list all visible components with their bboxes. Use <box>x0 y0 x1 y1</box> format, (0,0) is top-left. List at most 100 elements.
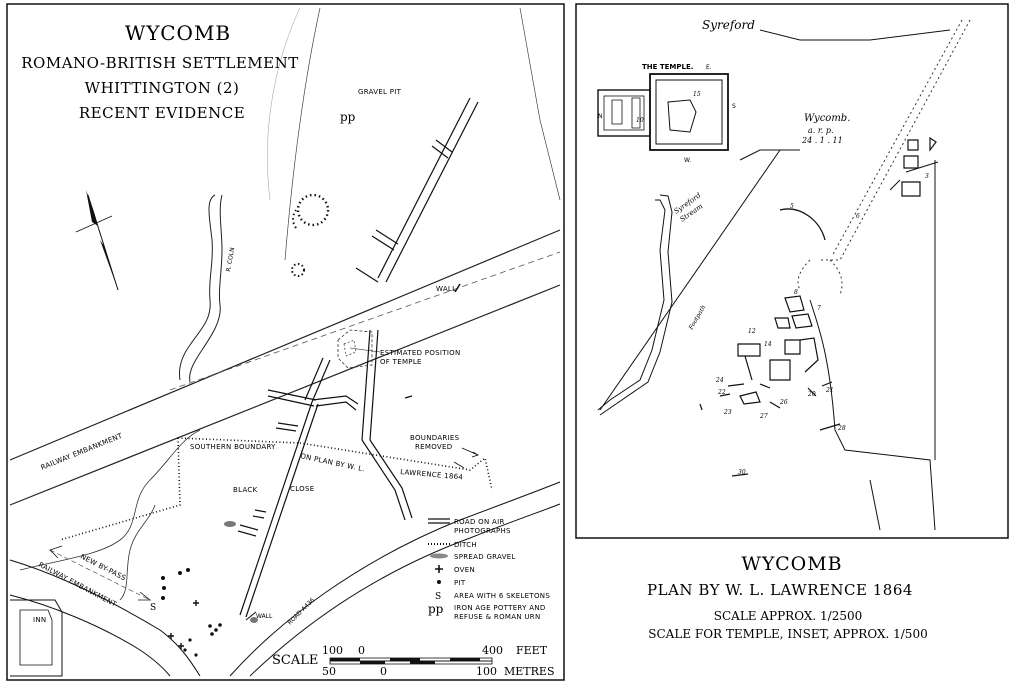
bypass-edge <box>9 594 171 677</box>
right-map-content <box>597 19 971 531</box>
curved-ditch <box>779 208 826 241</box>
label-arp: a. r. p. <box>808 126 834 135</box>
left-title: WYCOMB <box>125 21 231 45</box>
legend-pottery-label-2: REFUSE & ROMAN URN <box>454 613 541 621</box>
leader-line <box>349 347 381 353</box>
legend-s-symbol: S <box>435 592 441 602</box>
marker-3 <box>889 179 901 191</box>
legend-ditch-label: DITCH <box>454 541 477 549</box>
left-map-content <box>9 7 561 677</box>
dashed-lane <box>831 19 963 257</box>
boundary-dotted-west <box>59 437 181 541</box>
scale-feet-segment <box>390 658 420 661</box>
bypass-arrow <box>49 545 63 559</box>
label-inn: INN <box>33 616 46 624</box>
scale-label: SCALE <box>272 653 318 668</box>
legend-oven-icon <box>435 565 443 573</box>
label-s-marker: S <box>150 603 156 613</box>
arrow-head <box>471 451 479 458</box>
left-subtitle-2: WHITTINGTON (2) <box>85 79 240 97</box>
label-num-14: 14 <box>764 341 772 348</box>
label-num-5: 5 <box>790 203 794 210</box>
dashed-curve <box>797 259 811 291</box>
road-a436-edge <box>249 503 561 677</box>
legend-road-label-2: PHOTOGRAPHS <box>454 527 511 535</box>
wall-mark <box>245 611 257 621</box>
southern-boundary-line <box>177 437 301 444</box>
wall-marker <box>454 283 461 293</box>
legend-road-symbol <box>428 518 450 524</box>
right-caption-subtitle: PLAN BY W. L. LAWRENCE 1864 <box>647 581 913 599</box>
legend: ROAD ON AIR PHOTOGRAPHS DITCH SPREAD GRA… <box>428 518 550 621</box>
ring-ditch <box>296 193 330 227</box>
label-removed: REMOVED <box>415 443 452 451</box>
north-arrow-cross-icon <box>75 215 113 233</box>
label-temple-w: W. <box>684 157 691 164</box>
legend-pp-symbol: pp <box>428 602 444 616</box>
railway-embankment-lower-edge <box>9 284 561 506</box>
label-num-7: 7 <box>817 305 821 312</box>
river-coln-bank <box>189 194 223 383</box>
label-wycomb: Wycomb. <box>804 113 850 124</box>
legend-gravel-symbol <box>430 553 448 559</box>
label-arp-values: 24 . 1 . 11 <box>801 136 843 145</box>
label-num-30: 30 <box>738 469 746 476</box>
label-num-20: 20 <box>807 391 816 398</box>
north-arrow-tail-icon <box>100 240 118 290</box>
spread-gravel <box>224 521 258 623</box>
dashed-lane <box>820 19 971 261</box>
label-num-3: 3 <box>925 173 929 180</box>
stream <box>119 504 156 601</box>
label-boundaries: BOUNDARIES <box>410 434 460 442</box>
scale-metre-tick-0: 0 <box>380 665 387 678</box>
label-southern-boundary: SOUTHERN BOUNDARY <box>190 443 276 451</box>
label-on-plan: ON PLAN BY W. L. <box>300 452 366 474</box>
label-num-28: 28 <box>837 425 846 432</box>
river-coln-bank <box>179 194 216 381</box>
scale-feet-segment <box>450 658 480 661</box>
legend-pit-label: PIT <box>454 579 466 587</box>
inn-building <box>10 599 63 677</box>
right-caption-scale-1: SCALE APPROX. 1/2500 <box>714 609 862 623</box>
left-subtitle-3: RECENT EVIDENCE <box>79 104 245 122</box>
air-photo-roads <box>237 97 479 618</box>
field-boundary <box>267 7 301 201</box>
label-footpath: Footpath <box>687 304 707 332</box>
temple-inset <box>597 73 729 151</box>
right-map-frame <box>575 3 1009 539</box>
label-wall-top: WALL <box>436 285 456 293</box>
scale-feet-segment <box>330 658 360 661</box>
scale-metre-unit: METRES <box>504 665 554 678</box>
label-num-26: 26 <box>779 399 788 406</box>
label-estimated-position-2: OF TEMPLE <box>380 358 422 366</box>
scale-bar: SCALE 100 0 400 FEET 50 0 100 METRES <box>272 644 554 678</box>
scale-metre-segment <box>410 661 435 664</box>
label-num-12: 12 <box>748 328 756 335</box>
left-subtitle-1: ROMANO-BRITISH SETTLEMENT <box>21 54 298 72</box>
label-wall-bottom: WALL <box>256 613 273 620</box>
bypass-edge <box>9 559 201 677</box>
label-estimated-position-1: ESTIMATED POSITION <box>380 349 461 357</box>
scale-metre-tick-50: 50 <box>322 665 336 678</box>
label-num-23: 23 <box>723 409 732 416</box>
estimated-temple-outline <box>337 329 373 369</box>
label-num-21: 21 <box>825 387 834 394</box>
ovens <box>168 600 199 649</box>
temple-inner-outline <box>343 339 357 357</box>
ditch-arc <box>292 209 297 229</box>
bypass-dashed-line <box>49 549 151 601</box>
label-room-10: 10 <box>636 117 644 124</box>
label-syreford: Syreford <box>702 18 755 32</box>
label-num-22: 22 <box>717 389 726 396</box>
southern-boundary-line <box>299 442 493 491</box>
scale-feet-tick-0: 0 <box>358 644 365 657</box>
field-boundary <box>519 7 561 201</box>
scale-feet-tick-400: 400 <box>482 644 503 657</box>
legend-pit-icon <box>437 580 441 584</box>
scale-feet-unit: FEET <box>516 644 548 657</box>
label-lawrence-1864: LAWRENCE 1864 <box>400 468 464 481</box>
legend-gravel-label: SPREAD GRAVEL <box>454 553 516 561</box>
label-the-temple: THE TEMPLE. <box>642 63 693 71</box>
bypass-arrow <box>138 591 152 601</box>
